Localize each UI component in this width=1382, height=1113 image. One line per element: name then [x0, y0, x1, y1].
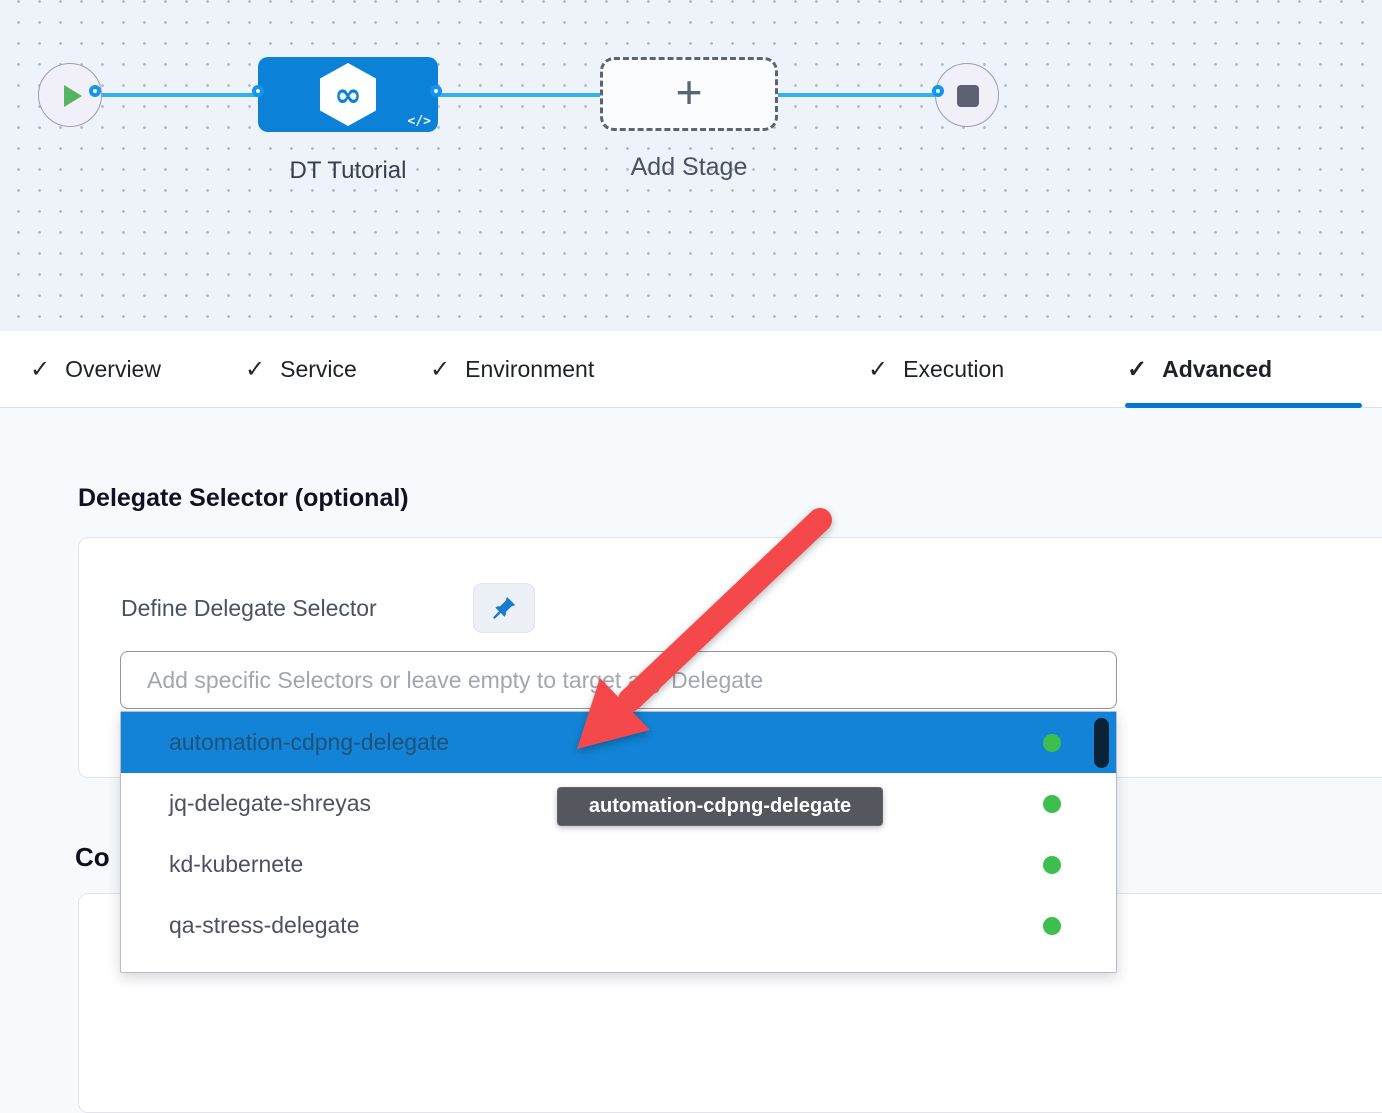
add-stage-node[interactable]: +: [600, 57, 778, 131]
pipeline-connector-line: [70, 93, 967, 97]
check-icon: ✓: [430, 356, 451, 383]
stage-tab-bar: ✓ Overview ✓ Service ✓ Environment ✓ Exe…: [0, 331, 1382, 408]
stage-node-dt-tutorial[interactable]: ∞ </>: [258, 57, 438, 132]
tab-label: Execution: [903, 356, 1005, 382]
active-tab-underline: [1125, 403, 1362, 408]
harness-infinity-glyph: ∞: [334, 75, 362, 114]
dropdown-item-label: jq-delegate-shreyas: [169, 790, 372, 816]
tab-service[interactable]: ✓ Service: [245, 331, 357, 408]
delegate-selector-heading: Delegate Selector (optional): [78, 484, 409, 512]
check-icon: ✓: [30, 356, 51, 383]
tab-label: Environment: [465, 356, 595, 382]
pipeline-end-node[interactable]: [935, 63, 999, 127]
dropdown-item-kd-kubernete[interactable]: kd-kubernete: [121, 834, 1116, 895]
define-delegate-selector-label: Define Delegate Selector: [121, 595, 377, 621]
pin-button[interactable]: [473, 583, 535, 633]
dropdown-item-label: automation-cdpng-delegate: [169, 729, 450, 755]
dropdown-item-automation-cdpng-delegate[interactable]: automation-cdpng-delegate: [121, 712, 1116, 773]
delegate-tooltip: automation-cdpng-delegate: [557, 787, 883, 826]
status-dot-icon: [1043, 794, 1061, 813]
dropdown-scrollbar-thumb[interactable]: [1094, 718, 1109, 768]
tab-overview[interactable]: ✓ Overview: [30, 331, 161, 408]
code-icon[interactable]: </>: [407, 114, 431, 129]
play-icon: [64, 85, 82, 107]
connector-dot-stage-left[interactable]: [252, 85, 264, 97]
status-dot-icon: [1043, 855, 1061, 874]
check-icon: ✓: [1127, 356, 1148, 383]
check-icon: ✓: [245, 356, 266, 383]
stage-label: DT Tutorial: [289, 157, 407, 184]
stop-icon: [957, 85, 979, 107]
delegate-dropdown: automation-cdpng-delegate jq-delegate-sh…: [120, 711, 1117, 973]
tab-label: Advanced: [1162, 356, 1273, 382]
tab-advanced[interactable]: ✓ Advanced: [1127, 331, 1272, 408]
dropdown-item-label: qa-stress-delegate: [169, 912, 360, 938]
pin-icon: [493, 597, 515, 619]
dropdown-item-jq-delegate-shreyas[interactable]: jq-delegate-shreyas: [121, 773, 1116, 834]
delegate-selector-input[interactable]: [120, 651, 1117, 709]
add-stage-label: Add Stage: [630, 153, 748, 181]
status-dot-icon: [1043, 733, 1061, 752]
tab-label: Service: [280, 356, 357, 382]
connector-dot-start[interactable]: [89, 85, 101, 97]
tab-execution[interactable]: ✓ Execution: [868, 331, 1004, 408]
tab-label: Overview: [65, 356, 161, 382]
check-icon: ✓: [868, 356, 889, 383]
plus-icon: +: [675, 66, 703, 118]
harness-logo-icon: [320, 63, 376, 126]
tooltip-label: automation-cdpng-delegate: [588, 795, 852, 817]
connector-dot-stage-right[interactable]: [430, 85, 442, 97]
dropdown-item-qa-stress-delegate[interactable]: qa-stress-delegate: [121, 895, 1116, 956]
pipeline-canvas[interactable]: ∞ </> DT Tutorial + Add Stage: [0, 0, 1382, 331]
tab-environment[interactable]: ✓ Environment: [430, 331, 594, 408]
dropdown-item-label: kd-kubernete: [169, 851, 304, 877]
status-dot-icon: [1043, 916, 1061, 935]
next-section-heading: Co: [75, 842, 110, 872]
advanced-tab-content: Delegate Selector (optional) Define Dele…: [0, 409, 1382, 1113]
connector-dot-end[interactable]: [932, 85, 944, 97]
